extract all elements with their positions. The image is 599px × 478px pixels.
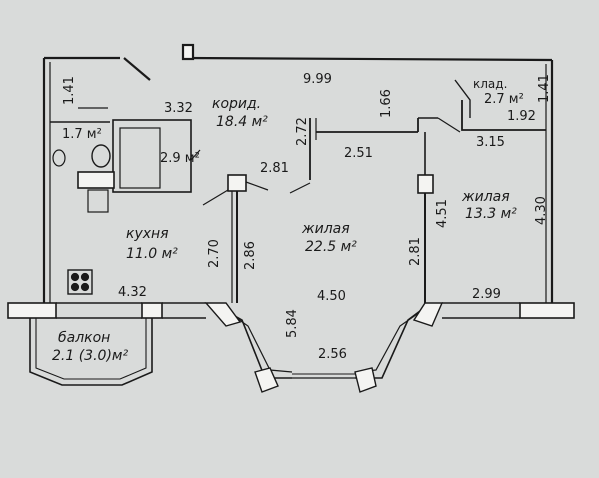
living-door-left (245, 181, 269, 191)
living1-area: 22.5 м² (305, 239, 357, 255)
stove-burner-3 (70, 282, 80, 292)
storage-name: клад. (473, 77, 507, 91)
kitchen-top-wall (77, 171, 115, 189)
corridor-name: корид. (212, 96, 261, 112)
bath-door (190, 149, 201, 161)
dim-1-41-left: 1.41 (62, 76, 77, 105)
stove-burner-4 (80, 282, 90, 292)
balcony-door-pier (141, 302, 163, 319)
stove-burner-2 (80, 272, 90, 282)
balcony-name: балкон (58, 330, 110, 346)
dim-2-70: 2.70 (207, 239, 222, 268)
kitchen-area: 11.0 м² (126, 246, 178, 262)
bay-block-1 (204, 302, 242, 327)
toilet (91, 144, 111, 168)
dim-2-86: 2.86 (243, 241, 258, 270)
bay-block-2 (254, 367, 279, 393)
dim-1-66: 1.66 (379, 89, 394, 118)
dim-1-41-right: 1.41 (537, 74, 552, 103)
kitchen-stove (67, 269, 93, 295)
bedroom-wall-segment (519, 302, 575, 319)
dim-2-81-right: 2.81 (408, 237, 423, 266)
bath-area: 2.9 м² (160, 151, 200, 166)
storage-door (454, 79, 471, 118)
dim-3-15: 3.15 (476, 135, 505, 150)
dim-4-32: 4.32 (118, 285, 147, 300)
bathroom-walls (112, 119, 192, 193)
bathtub (119, 127, 161, 189)
storage-walls (461, 100, 546, 131)
dim-2-51: 2.51 (344, 146, 373, 161)
living1-name: жилая (301, 221, 350, 237)
bedroom-door (437, 117, 461, 133)
dim-3-32: 3.32 (164, 101, 193, 116)
dim-2-56: 2.56 (318, 347, 347, 362)
bay-block-4 (412, 302, 444, 327)
balcony-outline (29, 318, 153, 386)
kitchen-name: кухня (126, 226, 169, 242)
balcony-outline-inner (35, 318, 147, 380)
column-left (227, 174, 247, 192)
wash-basin (52, 149, 66, 167)
kitchen-door (202, 189, 229, 206)
ventilation-shaft (181, 43, 195, 61)
bay-block-3 (354, 367, 377, 393)
dim-4-30: 4.30 (534, 196, 549, 225)
living2-name: жилая (461, 189, 510, 205)
kitchen-wall-segment (7, 302, 57, 319)
dim-2-72: 2.72 (295, 117, 310, 146)
dim-4-50: 4.50 (317, 289, 346, 304)
dim-9-99: 9.99 (303, 72, 332, 87)
corridor-area: 18.4 м² (216, 114, 268, 130)
dim-2-99: 2.99 (472, 287, 501, 302)
top-wall-right (184, 56, 553, 62)
dim-1-92: 1.92 (507, 109, 536, 124)
dim-5-84: 5.84 (285, 309, 300, 338)
storage-area: 2.7 м² (484, 92, 524, 107)
living-door-right (289, 182, 311, 194)
dim-4-51: 4.51 (435, 199, 450, 228)
dim-2-81-top: 2.81 (260, 161, 289, 176)
living2-area: 13.3 м² (465, 206, 517, 222)
kitchen-sink (87, 189, 109, 213)
entrance-door-swing (123, 57, 151, 81)
balcony-area: 2.1 (3.0)м² (52, 348, 128, 364)
walls (7, 43, 575, 393)
column-right (417, 174, 434, 194)
stove-burner-1 (70, 272, 80, 282)
wc-area: 1.7 м² (62, 127, 102, 142)
